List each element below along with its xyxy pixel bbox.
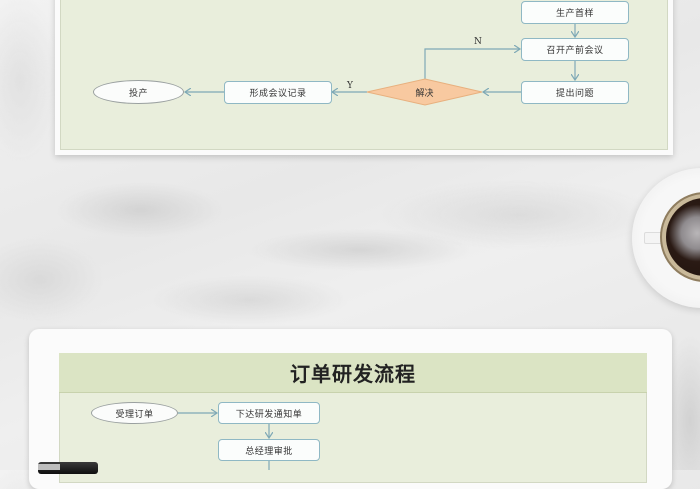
node-meeting-minutes[interactable]: 形成会议记录 xyxy=(224,81,332,104)
node-gm-approval[interactable]: 总经理审批 xyxy=(218,439,320,461)
node-label: 生产首样 xyxy=(555,9,594,19)
node-start-production[interactable]: 投产 xyxy=(93,80,184,104)
node-label: 投产 xyxy=(128,88,148,99)
page-title: 订单研发流程 xyxy=(290,362,416,386)
node-label: 解决 xyxy=(415,88,434,99)
top-flowchart-connectors xyxy=(0,23,700,106)
node-label: 召开产前会议 xyxy=(546,46,604,56)
node-label: 总经理审批 xyxy=(245,446,293,457)
node-issue-rd-notice[interactable]: 下达研发通知单 xyxy=(218,402,320,424)
edge-label-yes: Y xyxy=(347,81,353,91)
flowchart-title: 订单研发流程 xyxy=(59,353,647,393)
node-label: 下达研发通知单 xyxy=(235,409,303,420)
decision-node[interactable]: 解决 xyxy=(367,79,482,105)
bottom-flowchart-connectors xyxy=(178,0,700,470)
decision-diamond-shape xyxy=(366,78,483,106)
node-raise-issues[interactable]: 提出问题 xyxy=(521,81,629,104)
node-label: 受理订单 xyxy=(115,409,154,420)
node-label: 形成会议记录 xyxy=(249,89,307,99)
pen-tip xyxy=(38,464,60,470)
edge-label-no: N xyxy=(474,37,482,47)
node-accept-order[interactable]: 受理订单 xyxy=(91,402,178,424)
node-label: 提出问题 xyxy=(555,89,594,99)
node-pre-production-meeting[interactable]: 召开产前会议 xyxy=(521,38,629,61)
node-sample-production[interactable]: 生产首样 xyxy=(521,1,629,24)
top-flowchart-panel xyxy=(60,0,668,150)
